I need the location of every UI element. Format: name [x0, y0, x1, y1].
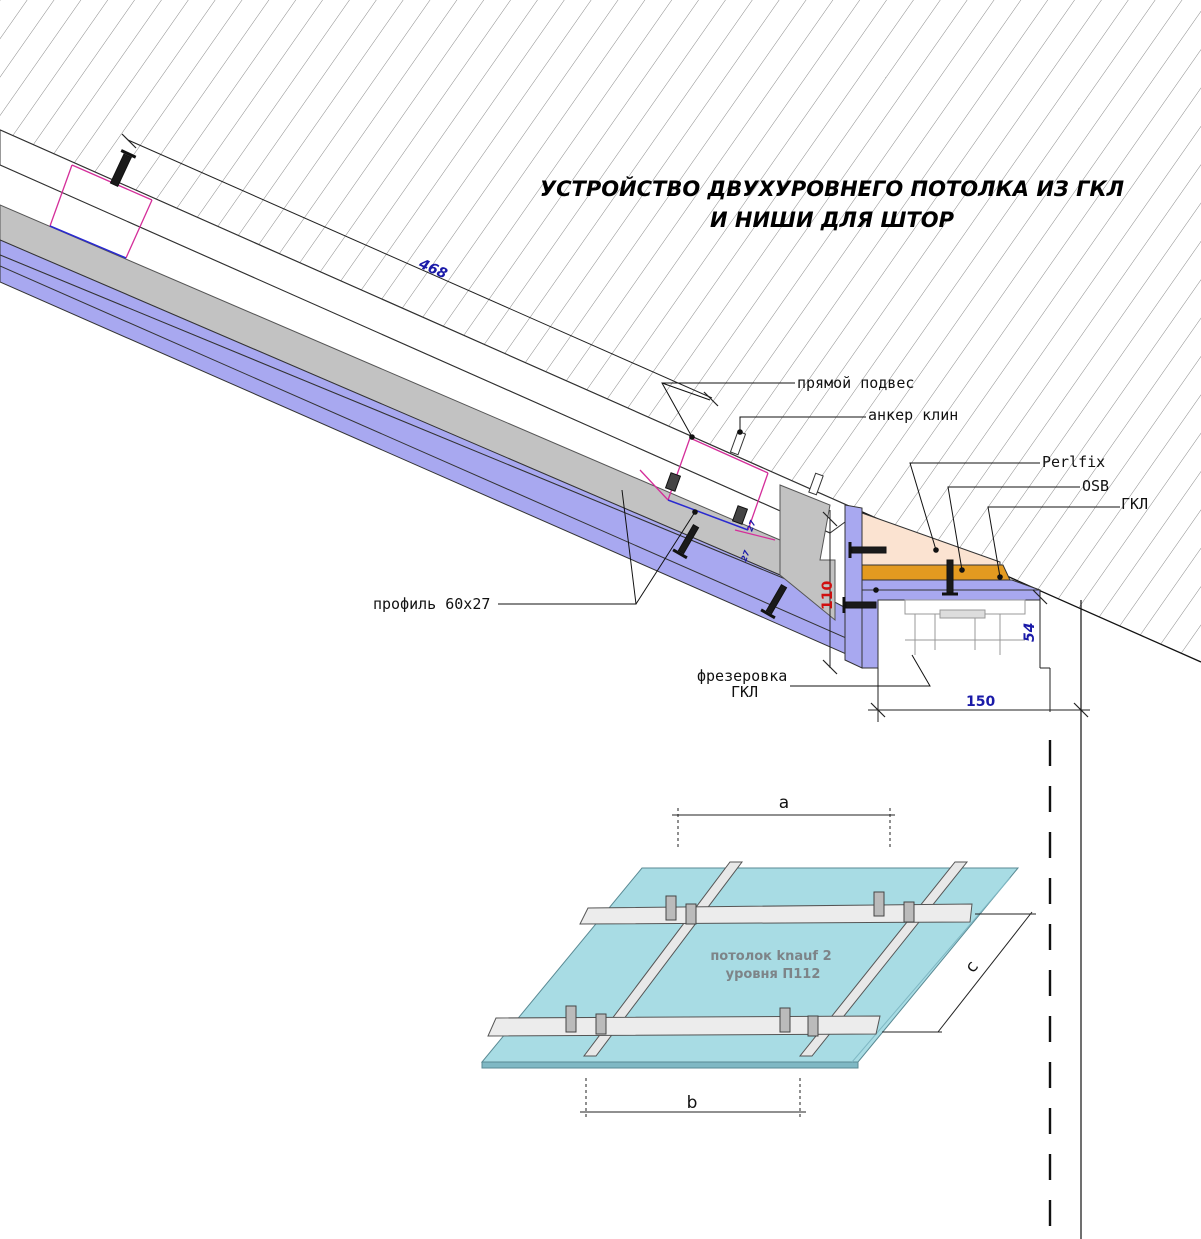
board-joint: [851, 877, 1011, 1063]
label-profile: профиль 60х27: [373, 595, 490, 613]
title-line1: УСТРОЙСТВО ДВУХУРОВНЕГО ПОТОЛКА ИЗ ГКЛ: [540, 176, 1124, 201]
dim-tick: [822, 659, 838, 675]
anchor-icon: [731, 505, 749, 525]
dim-a-label: a: [779, 793, 789, 813]
concrete-slab: [0, 0, 1201, 662]
knauf-inset: потолок knauf 2 уровня П112 a b c: [480, 793, 1036, 1118]
osb-board: [861, 564, 1011, 581]
hanger-left-base: [49, 225, 127, 259]
screw-icon: [109, 149, 137, 188]
screw-icon: [842, 597, 877, 613]
label-milling-line1: фрезеровка: [697, 667, 787, 685]
wedge-anchor-icon: [808, 472, 824, 496]
step-profile-block: [779, 484, 836, 622]
label-osb: OSB: [1082, 477, 1109, 495]
dim-c-line: [937, 911, 1033, 1033]
inset-caption-line1: потолок knauf 2: [710, 949, 831, 964]
dim-c-label: c: [961, 957, 983, 977]
profile-edge-line: [0, 164, 831, 534]
dim-b-label: b: [687, 1093, 698, 1113]
anchor-icon: [664, 472, 682, 492]
label-direct-hanger: прямой подвес: [797, 374, 914, 392]
curtain-rail-sketch: [904, 599, 1026, 655]
screw-icon: [848, 542, 887, 558]
niche-drywall-bottom: [861, 589, 1041, 669]
screw-icon: [942, 559, 958, 596]
label-wedge-anchor: анкер клин: [868, 406, 958, 424]
dim-tick: [121, 133, 137, 149]
connector-icons: [565, 891, 915, 1037]
drywall-joint-line: [0, 265, 863, 646]
inset-caption-line2: уровня П112: [726, 967, 821, 982]
dim-tick: [1032, 589, 1048, 605]
label-gkl: ГКЛ: [1121, 495, 1148, 513]
dim-drop-value: 110: [820, 581, 836, 610]
dim-line-slope: [127, 139, 713, 399]
leader-dots: [689, 429, 1003, 593]
wedge-anchor-icons: [729, 430, 824, 496]
label-perlfix: Perlfix: [1042, 453, 1105, 471]
screw-icon: [760, 583, 788, 620]
leader-lines: [498, 382, 1120, 687]
dim-niche-width-value: 150: [966, 694, 995, 710]
dim-tick: [822, 511, 838, 527]
screw-icons: [109, 149, 958, 620]
gkl-board-edge: [481, 1061, 859, 1069]
title-line2: И НИШИ ДЛЯ ШТОР: [710, 208, 955, 232]
cross-profile: [487, 1015, 881, 1037]
hanger-right: [639, 437, 776, 541]
dim-niche-depth-value: 54: [1022, 623, 1038, 642]
label-milling-line2: ГКЛ: [731, 683, 758, 701]
dim-tick: [703, 391, 719, 407]
hanger-right-base: [667, 499, 749, 531]
dim-small-2: 27: [739, 549, 751, 563]
step-drywall-vertical: [844, 504, 863, 669]
dim-small-1: 27: [745, 519, 757, 533]
screw-icon: [672, 523, 700, 560]
